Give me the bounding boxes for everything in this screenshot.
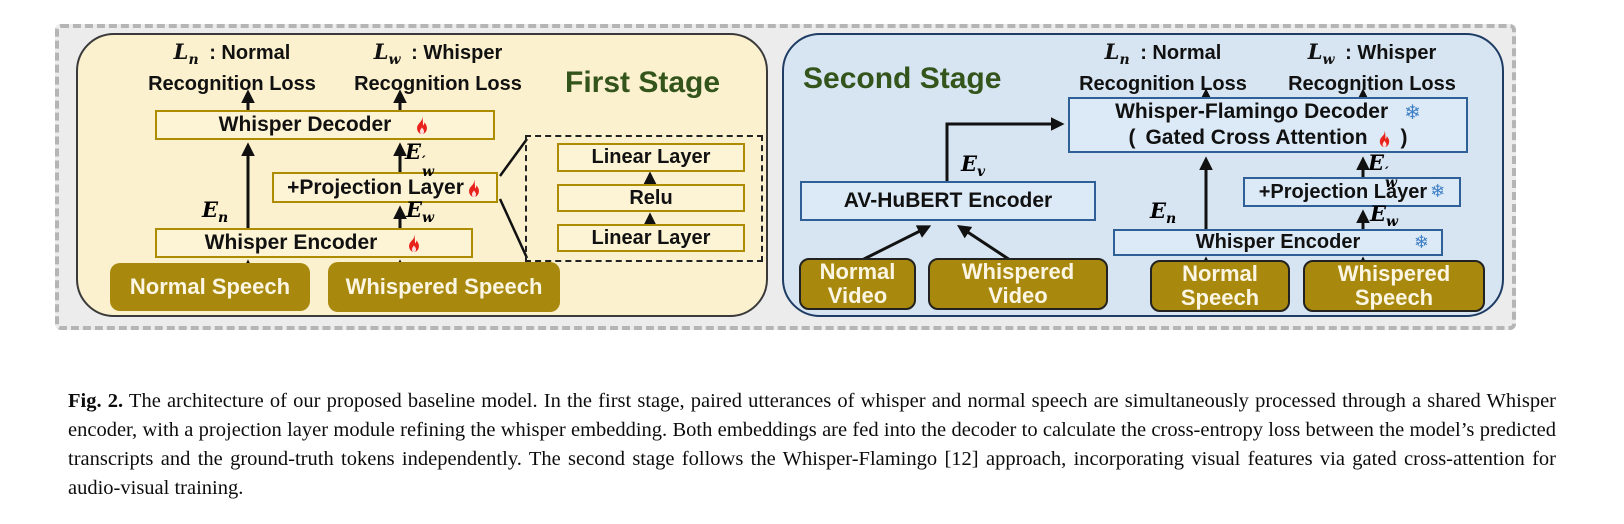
embedding-label-en-stage2: En <box>1150 198 1177 227</box>
whisper-encoder-label: Whisper Encoder <box>204 231 378 254</box>
projection-layer-box-stage2: +Projection Layer ❄ <box>1243 177 1461 207</box>
loss-label-normal-stage1: Ln : Normal Recognition Loss <box>148 39 316 96</box>
whisper-flamingo-decoder-label: Whisper-Flamingo Decoder <box>1115 100 1389 123</box>
normal-video-input: Normal Video <box>799 258 916 310</box>
snowflake-icon: ❄ <box>1413 231 1429 253</box>
whisper-decoder-label: Whisper Decoder <box>218 113 392 136</box>
whispered-speech-input-stage2: Whispered Speech <box>1303 260 1485 312</box>
loss-label-normal-stage2: Ln : Normal Recognition Loss <box>1079 39 1247 96</box>
figure-caption: Fig. 2. The architecture of our proposed… <box>68 387 1556 503</box>
whisper-flamingo-decoder-box: Whisper-Flamingo Decoder ❄ ( Gated Cross… <box>1068 97 1468 153</box>
whispered-video-input: Whispered Video <box>928 258 1108 310</box>
projection-layer-label: +Projection Layer <box>287 175 464 199</box>
projection-layer-box-stage1: +Projection Layer <box>272 172 498 203</box>
caption-label: Fig. 2. <box>68 389 124 412</box>
embedding-label-ev: Ev <box>961 151 986 180</box>
embedding-label-en-stage1: En <box>202 197 229 226</box>
av-hubert-encoder-box: AV-HuBERT Encoder <box>800 181 1096 221</box>
second-stage-title: Second Stage <box>803 62 1002 95</box>
whisper-encoder-box-stage1: Whisper Encoder <box>155 228 473 258</box>
snowflake-icon: ❄ <box>1430 181 1446 202</box>
whisper-encoder-box-stage2: Whisper Encoder ❄ <box>1113 229 1443 256</box>
linear-layer-bottom-box: Linear Layer <box>557 224 745 252</box>
fire-icon <box>1376 129 1393 148</box>
fire-icon <box>465 178 483 198</box>
gated-cross-attention-label: Gated Cross Attention <box>1145 126 1368 149</box>
normal-speech-input-stage1: Normal Speech <box>110 263 310 311</box>
fire-icon <box>413 115 431 135</box>
loss-label-whisper-stage1: Lw : Whisper Recognition Loss <box>354 39 522 96</box>
normal-speech-input-stage2: Normal Speech <box>1150 260 1290 312</box>
embedding-label-ew-prime-stage1: E′w <box>405 139 435 180</box>
embedding-label-ew-prime-stage2: E′w <box>1368 150 1398 191</box>
whispered-speech-input-stage1: Whispered Speech <box>328 262 560 312</box>
loss-label-whisper-stage2: Lw : Whisper Recognition Loss <box>1288 39 1456 96</box>
linear-layer-top-box: Linear Layer <box>557 143 745 172</box>
snowflake-icon: ❄ <box>1404 100 1421 124</box>
relu-box: Relu <box>557 184 745 212</box>
embedding-label-ew-stage1: Ew <box>406 197 435 226</box>
whisper-decoder-box-stage1: Whisper Decoder <box>155 110 495 140</box>
first-stage-title: First Stage <box>565 66 721 99</box>
embedding-label-ew-stage2: Ew <box>1370 201 1399 230</box>
caption-text: The architecture of our proposed baselin… <box>68 389 1556 499</box>
fire-icon <box>405 233 423 253</box>
